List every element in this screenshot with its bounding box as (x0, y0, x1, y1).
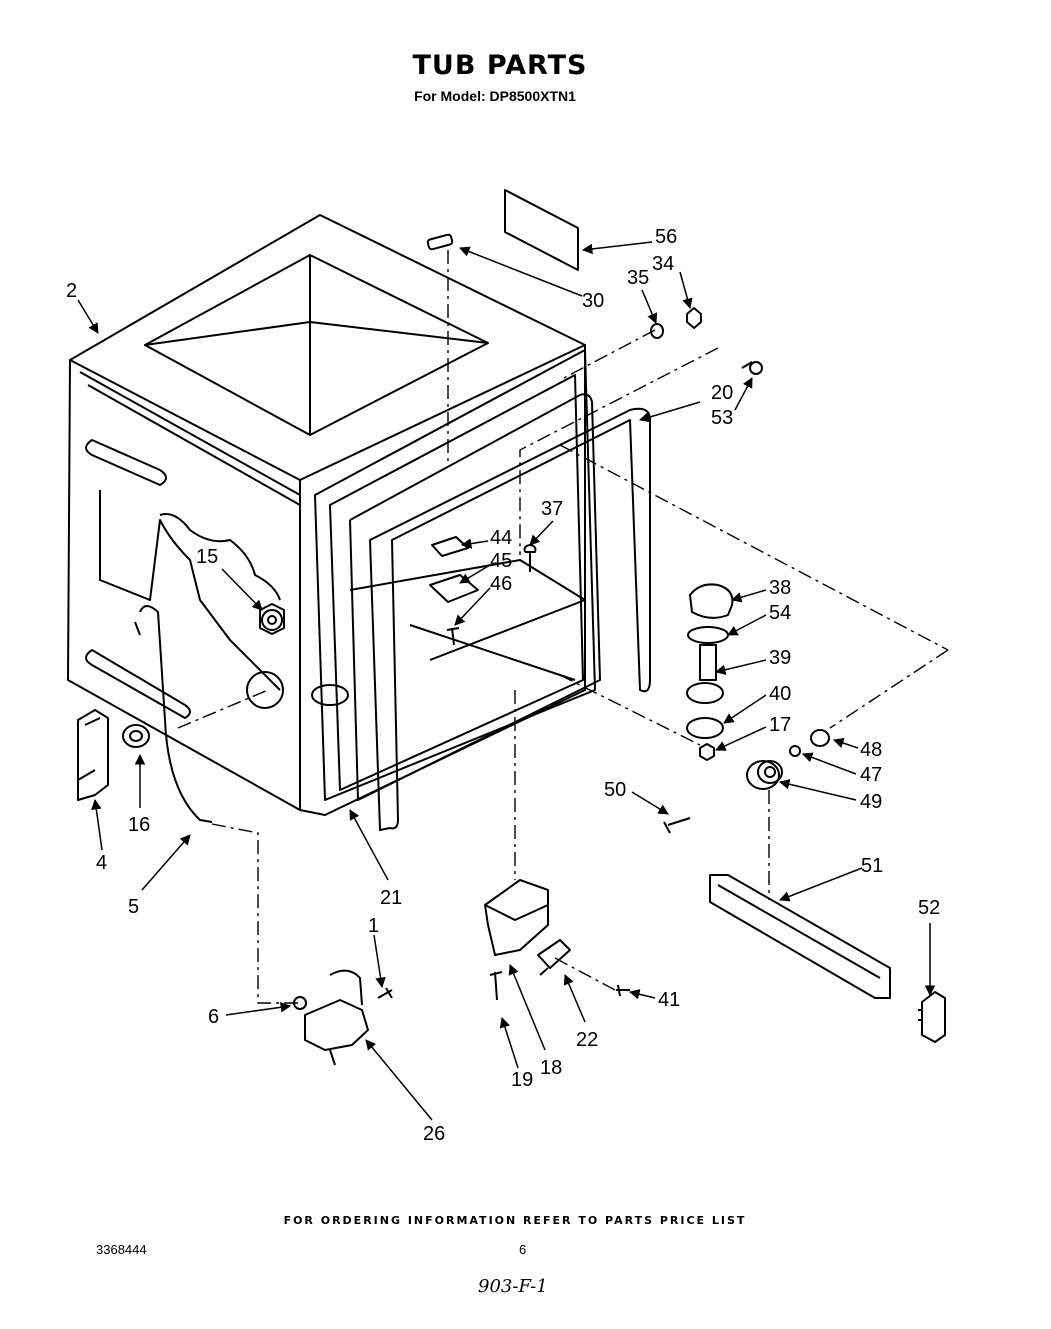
callout-16: 16 (128, 814, 150, 836)
callout-6: 6 (208, 1006, 219, 1028)
callout-21: 21 (380, 887, 402, 909)
callout-51: 51 (861, 855, 883, 877)
callout-45: 45 (490, 550, 512, 572)
part-19-screw (489, 971, 503, 1001)
callout-48: 48 (860, 739, 882, 761)
callout-37: 37 (541, 498, 563, 520)
page-title: TUB PARTS (412, 50, 588, 81)
part-45-bracket (429, 574, 479, 603)
callout-39: 39 (769, 647, 791, 669)
callout-56: 56 (655, 226, 677, 248)
part-30-clip (426, 233, 454, 251)
callout-5: 5 (128, 896, 139, 918)
page-number: 6 (519, 1242, 527, 1257)
part-53-screw (741, 361, 763, 375)
callout-49: 49 (860, 791, 882, 813)
callout-50: 50 (604, 779, 626, 801)
callout-labels: 2 56 30 35 34 20 53 15 37 44 45 46 38 54… (66, 226, 940, 1145)
callout-17: 17 (769, 714, 791, 736)
callout-26: 26 (423, 1123, 445, 1145)
callout-1: 1 (368, 915, 379, 937)
callout-4: 4 (96, 852, 107, 874)
part-47-washer (789, 745, 801, 757)
document-number: 3368444 (96, 1242, 147, 1257)
part-52-stop (918, 991, 946, 1043)
part-16-grommet (122, 724, 150, 748)
callout-30: 30 (582, 290, 604, 312)
drain-hose (139, 605, 213, 823)
part-40-washer (686, 682, 724, 704)
part-48-bushing (810, 729, 830, 747)
callout-46: 46 (490, 573, 512, 595)
part-44-plate (431, 536, 469, 557)
part-49-wheel (746, 760, 783, 790)
part-26-valve (304, 969, 369, 1051)
part-39-stud (699, 644, 717, 681)
callout-34: 34 (652, 253, 674, 275)
callout-44: 44 (490, 527, 512, 549)
part-18-housing (484, 879, 549, 956)
part-41-screw (616, 984, 630, 997)
callout-18: 18 (540, 1057, 562, 1079)
callout-35: 35 (627, 267, 649, 289)
callout-15: 15 (196, 546, 218, 568)
part-51-rail (709, 874, 891, 999)
callout-40: 40 (769, 683, 791, 705)
part-35-washer (650, 323, 664, 339)
part-54-washer (687, 626, 729, 644)
callout-47: 47 (860, 764, 882, 786)
callout-54: 54 (769, 602, 791, 624)
callout-53: 53 (711, 407, 733, 429)
tub-body (67, 214, 651, 831)
callout-22: 22 (576, 1029, 598, 1051)
part-56-label (504, 189, 579, 271)
callout-38: 38 (769, 577, 791, 599)
callout-20: 20 (711, 382, 733, 404)
part-22-valve (537, 939, 571, 976)
part-50-screw (663, 817, 691, 834)
model-subtitle: For Model: DP8500XTN1 (414, 88, 576, 104)
handwritten-note: 903-F-1 (478, 1276, 548, 1297)
part-46-screw (446, 627, 460, 646)
part-38-cap (689, 583, 734, 619)
callout-19: 19 (511, 1069, 533, 1091)
part-34-nut (686, 307, 702, 329)
ordering-note: FOR ORDERING INFORMATION REFER TO PARTS … (283, 1214, 747, 1227)
part-4-bracket (77, 709, 109, 801)
callout-52: 52 (918, 897, 940, 919)
part-17-nut (699, 743, 715, 761)
part-1-screw (377, 987, 393, 999)
callout-2: 2 (66, 280, 77, 302)
part-15-nut (259, 603, 285, 635)
callout-41: 41 (658, 989, 680, 1011)
